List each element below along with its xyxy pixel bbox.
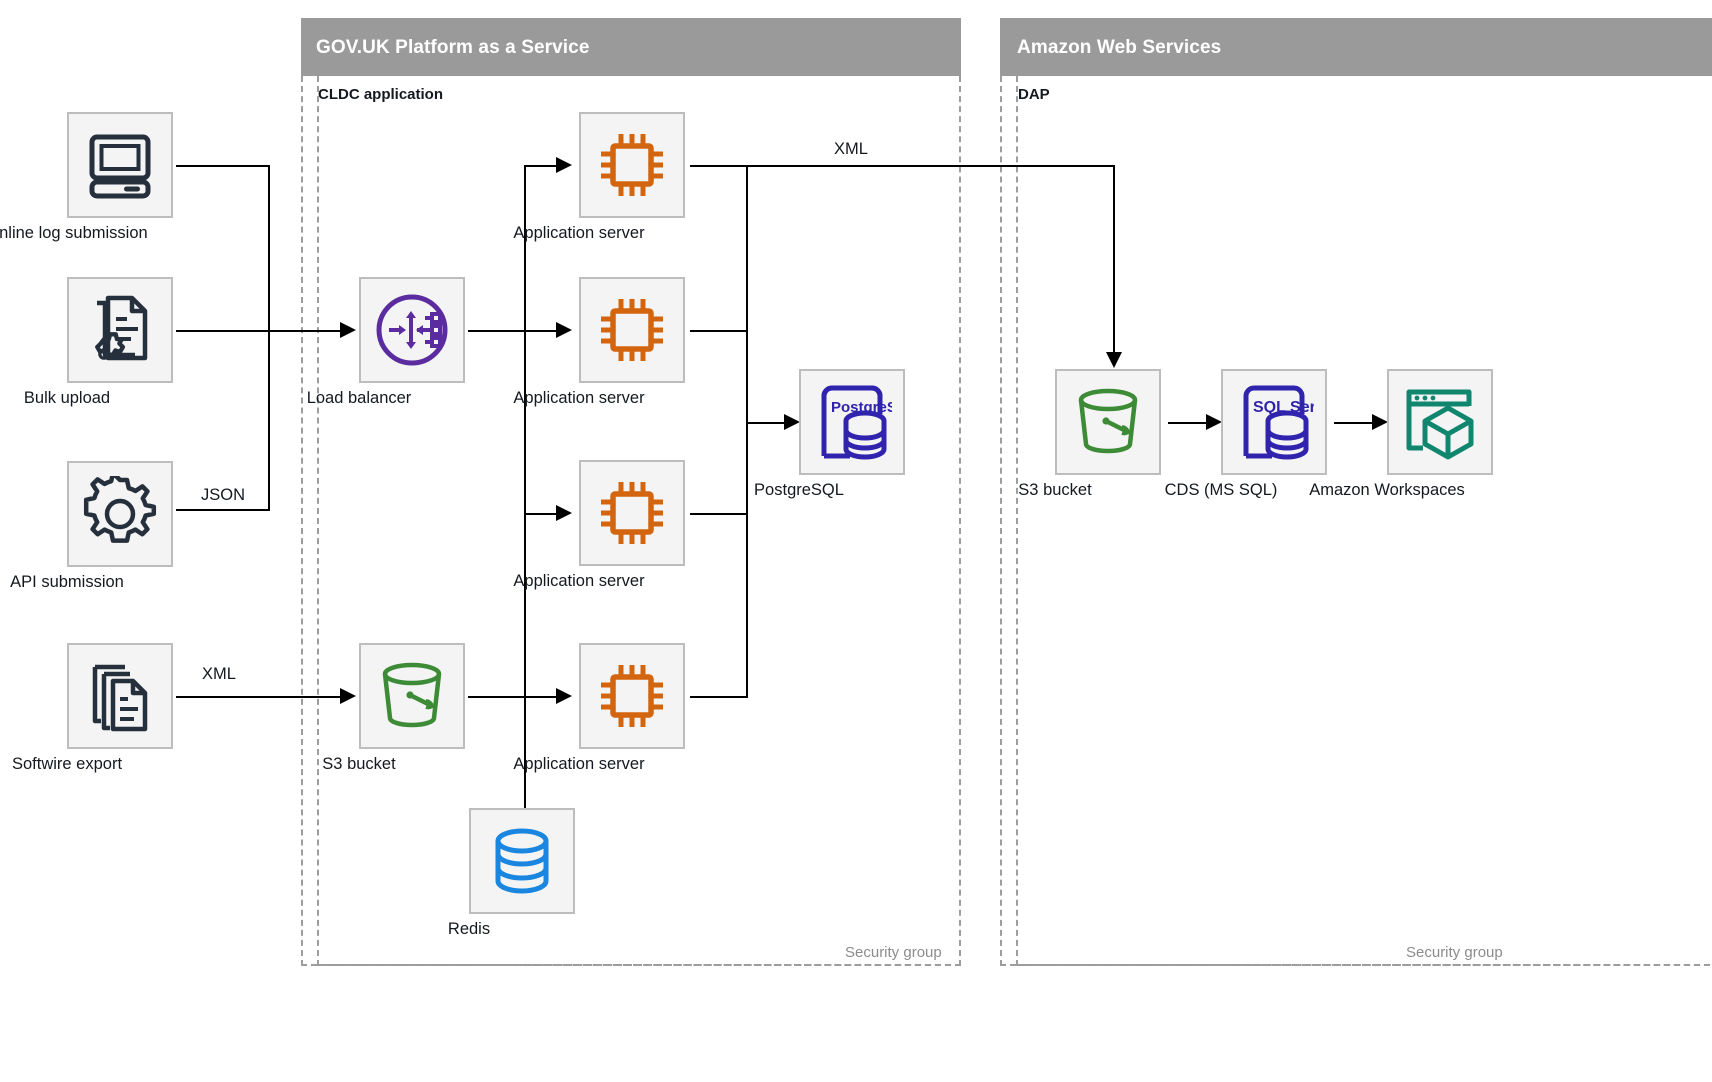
edge-app-4-out bbox=[690, 696, 748, 698]
node-application-server-2-box bbox=[579, 277, 685, 383]
arrow-into-app-4 bbox=[556, 688, 572, 704]
edge-softwire-export bbox=[176, 696, 351, 698]
node-softwire-export-label: Softwire export bbox=[11, 755, 123, 773]
document-stack-icon bbox=[92, 664, 148, 732]
load-balancer-icon bbox=[376, 294, 448, 366]
edge-to-app-1 bbox=[524, 165, 564, 167]
node-bulk-upload-box bbox=[67, 277, 173, 383]
edge-label-xml-appserver: XML bbox=[830, 140, 872, 159]
edge-xml-down-to-s3 bbox=[1113, 165, 1115, 355]
arrow-into-load-balancer bbox=[340, 322, 356, 338]
arrow-into-app-3 bbox=[556, 505, 572, 521]
edge-api-submission bbox=[176, 509, 270, 511]
edge-label-json: JSON bbox=[197, 486, 250, 505]
node-amazon-workspaces-label: Amazon Workspaces bbox=[1309, 481, 1465, 499]
aws-group-sublabel: DAP bbox=[1018, 86, 1050, 103]
arrow-into-cds bbox=[1206, 414, 1222, 430]
edge-redis-to-bus bbox=[524, 696, 526, 814]
node-softwire-export-box bbox=[67, 643, 173, 749]
edge-cds-to-workspaces bbox=[1334, 422, 1384, 424]
node-amazon-workspaces-box bbox=[1387, 369, 1493, 475]
edge-online-log bbox=[176, 165, 270, 167]
paas-group-title: GOV.UK Platform as a Service bbox=[316, 37, 590, 58]
arrow-into-workspaces bbox=[1372, 414, 1388, 430]
node-application-server-4-box bbox=[579, 643, 685, 749]
arrow-into-app-2 bbox=[556, 322, 572, 338]
edge-appserver-bus bbox=[524, 165, 526, 696]
cldc-application-boundary bbox=[317, 76, 961, 966]
arrow-into-postgresql bbox=[784, 414, 800, 430]
node-application-server-1-label: Application server bbox=[513, 224, 645, 242]
database-cylinder bbox=[843, 410, 887, 460]
node-s3-bucket-paas-box bbox=[359, 643, 465, 749]
edge-app-3-out bbox=[690, 513, 748, 515]
sql-server-badge-text: SQL Server bbox=[1253, 399, 1314, 416]
edge-lb-out bbox=[468, 330, 526, 332]
postgresql-badge-text: PostgreSQL bbox=[831, 399, 892, 416]
edge-bulk-upload bbox=[176, 330, 351, 332]
redis-database-icon bbox=[495, 828, 549, 894]
cube-shape bbox=[1422, 405, 1474, 460]
node-application-server-3-box bbox=[579, 460, 685, 566]
cpu-chip-icon bbox=[601, 665, 663, 727]
cpu-chip-icon bbox=[601, 482, 663, 544]
desktop-computer-icon bbox=[89, 134, 151, 199]
paas-group-sublabel: CLDC application bbox=[318, 86, 444, 103]
node-load-balancer-box bbox=[359, 277, 465, 383]
edge-xml-to-aws bbox=[690, 165, 1115, 167]
paas-security-group-label: Security group bbox=[845, 944, 942, 961]
node-cds-ms-sql-label: CDS (MS SQL) bbox=[1164, 481, 1278, 499]
dap-boundary bbox=[1016, 76, 1712, 966]
node-s3-bucket-aws-box bbox=[1055, 369, 1161, 475]
cpu-chip-icon bbox=[601, 134, 663, 196]
arrow-into-s3-aws bbox=[1106, 352, 1122, 368]
edge-bus-to-postgres bbox=[746, 422, 794, 424]
paas-group-header bbox=[301, 18, 961, 76]
arrow-into-app-1 bbox=[556, 157, 572, 173]
document-gear-icon bbox=[95, 295, 148, 361]
node-application-server-4-label: Application server bbox=[513, 755, 645, 773]
node-api-submission-label: API submission bbox=[10, 573, 124, 591]
s3-bucket-icon bbox=[1078, 388, 1138, 454]
node-redis-box bbox=[469, 808, 575, 914]
node-application-server-2-label: Application server bbox=[513, 389, 645, 407]
edge-postgres-bus bbox=[746, 165, 748, 696]
amazon-workspaces-icon bbox=[1406, 389, 1474, 460]
edge-s3-to-cds bbox=[1168, 422, 1218, 424]
edge-left-bus bbox=[268, 165, 270, 510]
node-application-server-3-label: Application server bbox=[513, 572, 645, 590]
edge-app-2-out bbox=[690, 330, 748, 332]
aws-group-title: Amazon Web Services bbox=[1017, 37, 1222, 58]
node-online-log-submission-label: Online log submission bbox=[0, 224, 148, 242]
s3-bucket-icon bbox=[382, 662, 442, 728]
edge-to-app-3 bbox=[524, 513, 564, 515]
node-application-server-1-box bbox=[579, 112, 685, 218]
edge-s3-to-app-4 bbox=[468, 696, 564, 698]
node-s3-bucket-aws-label: S3 bucket bbox=[1018, 481, 1092, 499]
sql-server-database-icon: SQL Server bbox=[1243, 385, 1314, 460]
node-redis-label: Redis bbox=[447, 920, 491, 938]
node-bulk-upload-label: Bulk upload bbox=[23, 389, 111, 407]
node-cds-ms-sql-box: SQL Server bbox=[1221, 369, 1327, 475]
gear-icon bbox=[83, 476, 157, 543]
edge-to-app-2 bbox=[524, 330, 564, 332]
edge-label-xml-softwire: XML bbox=[198, 665, 240, 684]
node-api-submission-box bbox=[67, 461, 173, 567]
arrow-into-s3-paas bbox=[340, 688, 356, 704]
node-postgresql-label: PostgreSQL bbox=[754, 481, 844, 499]
node-online-log-submission-box bbox=[67, 112, 173, 218]
postgresql-database-icon: PostgreSQL bbox=[821, 385, 892, 460]
node-load-balancer-label: Load balancer bbox=[306, 389, 412, 407]
cpu-chip-icon bbox=[601, 299, 663, 361]
node-s3-bucket-paas-label: S3 bucket bbox=[322, 755, 396, 773]
aws-group-header bbox=[1000, 18, 1712, 76]
aws-security-group-label: Security group bbox=[1406, 944, 1503, 961]
database-cylinder bbox=[1265, 410, 1309, 460]
node-postgresql-box: PostgreSQL bbox=[799, 369, 905, 475]
